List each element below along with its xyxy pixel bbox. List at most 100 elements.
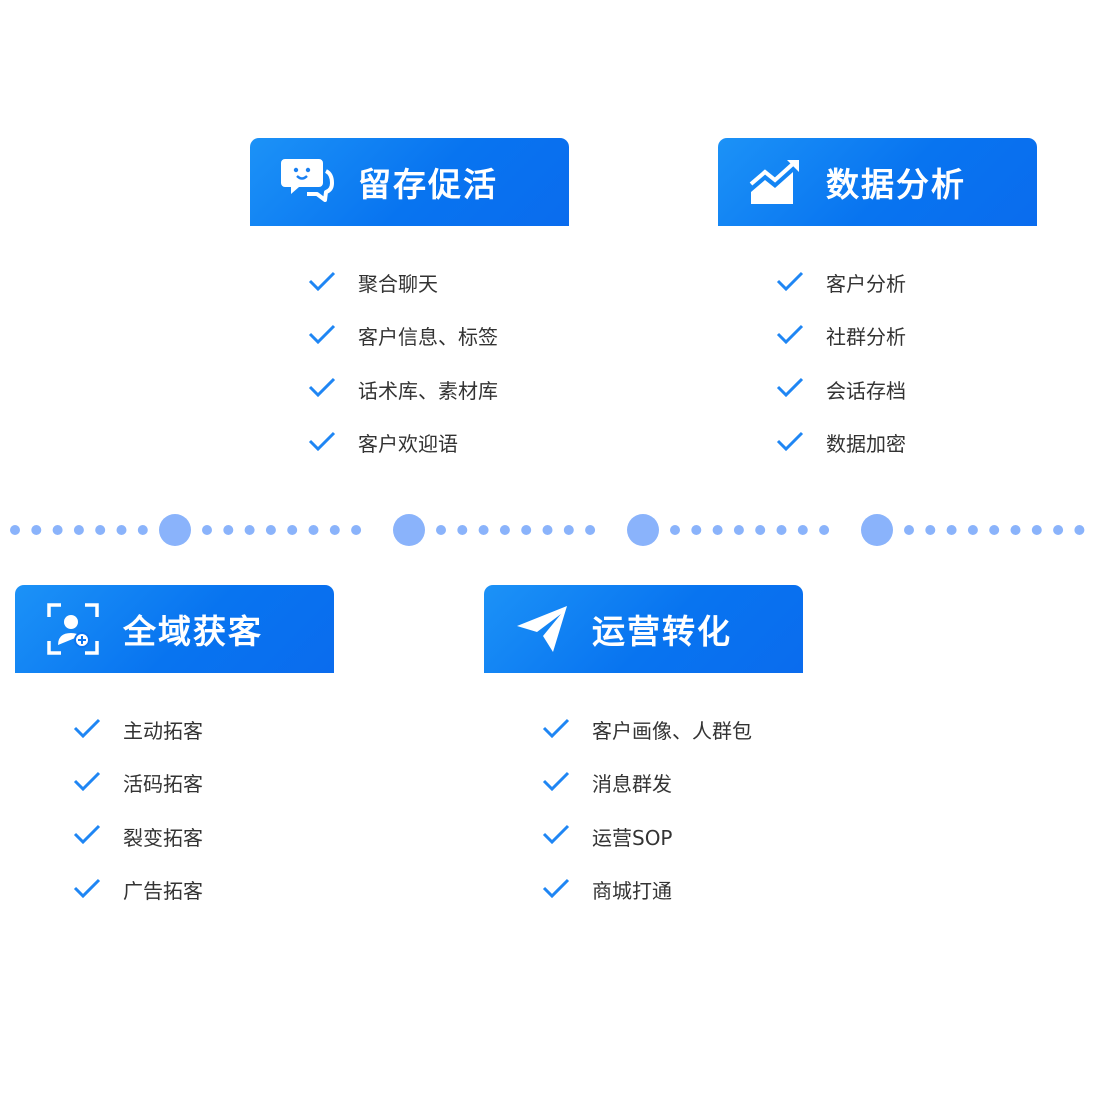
list-item: 广告拓客 [15, 863, 334, 916]
list-item-label: 消息群发 [592, 772, 672, 797]
list-item: 数据加密 [718, 416, 1037, 469]
timeline-dot [351, 525, 362, 535]
timeline [10, 514, 1085, 546]
timeline-dot [1074, 525, 1085, 535]
list-item: 客户分析 [718, 256, 1037, 309]
list-item-label: 广告拓客 [123, 879, 203, 904]
timeline-dot [755, 525, 766, 535]
paper-plane-icon [514, 601, 570, 657]
check-icon [73, 824, 103, 848]
timeline-dot [904, 525, 914, 535]
timeline-dot [542, 525, 553, 535]
timeline-dot [95, 525, 106, 535]
timeline-dot [1053, 525, 1064, 535]
card-header: 全域获客 [15, 585, 334, 673]
feature-list: 主动拓客活码拓客裂变拓客广告拓客 [15, 703, 334, 916]
timeline-dot [308, 525, 319, 535]
feature-list: 客户画像、人群包消息群发运营SOP 商城打通 [484, 703, 803, 916]
timeline-dot [712, 525, 723, 535]
timeline-dot [116, 525, 127, 535]
timeline-dot [989, 525, 1000, 535]
list-item-label: 客户欢迎语 [358, 432, 458, 457]
timeline-node [393, 514, 425, 546]
timeline-dot [478, 525, 489, 535]
timeline-dot [329, 525, 340, 535]
check-icon [776, 324, 806, 348]
list-item: 客户画像、人群包 [484, 703, 803, 756]
list-item-label: 运营SOP [592, 825, 673, 850]
card-analytics: 数据分析 客户分析社群分析会话存档数据加密 [718, 138, 1037, 469]
timeline-dot [436, 525, 446, 535]
list-item-label: 主动拓客 [123, 719, 203, 744]
list-item: 聚合聊天 [250, 256, 569, 309]
check-icon [776, 431, 806, 455]
list-item-label: 聚合聊天 [358, 272, 438, 297]
feature-list: 聚合聊天客户信息、标签话术库、素材库客户欢迎语 [250, 256, 569, 469]
timeline-node [861, 514, 893, 546]
card-title: 数据分析 [826, 165, 966, 204]
card-header: 留存促活 [250, 138, 569, 226]
check-icon [542, 878, 572, 902]
check-icon [542, 824, 572, 848]
list-item: 社群分析 [718, 309, 1037, 362]
check-icon [308, 271, 338, 295]
card-acquisition: 全域获客 主动拓客活码拓客裂变拓客广告拓客 [15, 585, 334, 916]
check-icon [308, 324, 338, 348]
list-item: 商城打通 [484, 863, 803, 916]
list-item: 会话存档 [718, 363, 1037, 416]
timeline-dot [287, 525, 298, 535]
list-item: 客户信息、标签 [250, 309, 569, 362]
timeline-dot [457, 525, 468, 535]
timeline-dot [967, 525, 978, 535]
timeline-dot [52, 525, 63, 535]
timeline-dot [819, 525, 830, 535]
timeline-dot [223, 525, 234, 535]
list-item-label: 话术库、素材库 [358, 378, 498, 403]
timeline-node [627, 514, 659, 546]
timeline-dot [776, 525, 787, 535]
card-header: 数据分析 [718, 138, 1037, 226]
timeline-dot [137, 525, 148, 535]
card-title: 运营转化 [592, 612, 732, 651]
card-retention: 留存促活 聚合聊天客户信息、标签话术库、素材库客户欢迎语 [250, 138, 569, 469]
timeline-dot [925, 525, 936, 535]
user-scan-icon [45, 601, 101, 657]
list-item-label: 客户分析 [826, 272, 906, 297]
timeline-dot [202, 525, 212, 535]
list-item-label: 裂变拓客 [123, 825, 203, 850]
check-icon [73, 771, 103, 795]
list-item-label: 商城打通 [592, 879, 672, 904]
timeline-dot [73, 525, 84, 535]
check-icon [73, 878, 103, 902]
timeline-dot [499, 525, 510, 535]
list-item: 话术库、素材库 [250, 363, 569, 416]
list-item-label: 客户信息、标签 [358, 325, 498, 350]
list-item-label: 活码拓客 [123, 772, 203, 797]
check-icon [542, 771, 572, 795]
list-item: 客户欢迎语 [250, 416, 569, 469]
list-item-label: 社群分析 [826, 325, 906, 350]
feature-list: 客户分析社群分析会话存档数据加密 [718, 256, 1037, 469]
timeline-dot [691, 525, 702, 535]
list-item-label: 会话存档 [826, 378, 906, 403]
list-item: 活码拓客 [15, 756, 334, 809]
timeline-dot [1010, 525, 1021, 535]
timeline-dot [521, 525, 532, 535]
timeline-dot [244, 525, 255, 535]
check-icon [73, 718, 103, 742]
card-title: 留存促活 [358, 165, 498, 204]
list-item: 运营SOP [484, 810, 803, 863]
check-icon [776, 377, 806, 401]
timeline-dot [1031, 525, 1042, 535]
timeline-dot [585, 525, 596, 535]
timeline-node [159, 514, 191, 546]
timeline-dot [265, 525, 276, 535]
check-icon [776, 271, 806, 295]
timeline-dot [797, 525, 808, 535]
list-item-label: 数据加密 [826, 432, 906, 457]
timeline-dot [563, 525, 574, 535]
list-item: 主动拓客 [15, 703, 334, 756]
chat-smile-icon [280, 154, 336, 210]
card-header: 运营转化 [484, 585, 803, 673]
card-conversion: 运营转化 客户画像、人群包消息群发运营SOP 商城打通 [484, 585, 803, 916]
